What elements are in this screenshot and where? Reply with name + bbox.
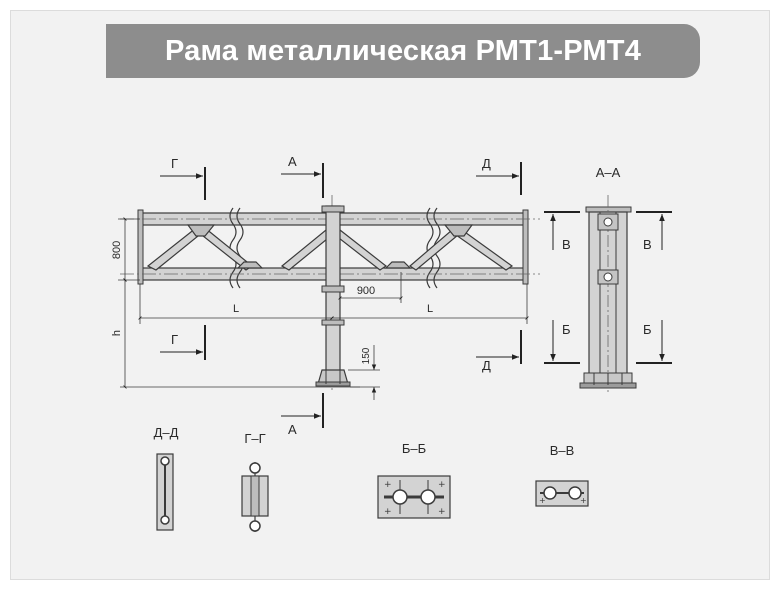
svg-text:+: + — [438, 480, 446, 490]
section-mark-b — [544, 320, 672, 364]
dimension-800 — [118, 217, 140, 282]
base-plate — [315, 369, 351, 387]
dim-h-label: h — [111, 330, 123, 336]
section-bb-title: Б–Б — [402, 441, 426, 456]
dim-l-right-label: L — [427, 303, 433, 315]
dim-150-label: 150 — [361, 347, 372, 364]
mark-b-left: Б — [562, 322, 571, 337]
mark-a-bottom: А — [288, 422, 297, 437]
section-bb: Б–Б + + + + — [377, 441, 451, 519]
section-dd: Д–Д — [154, 425, 179, 531]
dim-800-label: 800 — [111, 241, 123, 259]
mark-a-top: А — [288, 154, 297, 169]
section-gg-title: Г–Г — [244, 431, 265, 446]
section-mark-v — [544, 211, 672, 250]
dimension-150 — [348, 345, 380, 400]
mark-b-right: Б — [643, 322, 652, 337]
mark-d-bottom: Д — [482, 358, 491, 373]
section-mark-g — [160, 167, 206, 360]
svg-text:+: + — [580, 496, 587, 505]
side-view-title: А–А — [596, 165, 621, 180]
dim-l-left-label: L — [233, 303, 239, 315]
mark-g-bottom: Г — [171, 332, 178, 347]
mark-v-left: В — [562, 237, 571, 252]
section-vv: В–В + + — [535, 443, 589, 507]
side-view: А–А В В Б Б — [544, 165, 672, 395]
page-title: Рама металлическая РМТ1-РМТ4 — [164, 34, 642, 67]
svg-text:+: + — [384, 507, 392, 517]
mark-g-top: Г — [171, 156, 178, 171]
svg-text:+: + — [539, 496, 546, 505]
dimension-l — [138, 284, 529, 324]
dimension-900 — [338, 272, 403, 303]
section-gg: Г–Г — [241, 431, 269, 532]
title-banner: Рама металлическая РМТ1-РМТ4 — [106, 24, 700, 78]
svg-text:+: + — [438, 507, 446, 517]
mark-d-top: Д — [482, 156, 491, 171]
main-view: 800 h L L 900 150 — [105, 150, 675, 437]
svg-text:+: + — [384, 480, 392, 490]
section-dd-title: Д–Д — [154, 425, 179, 440]
dim-900-label: 900 — [357, 285, 375, 297]
section-mark-a — [281, 163, 324, 428]
section-mark-d — [476, 162, 522, 364]
diagonal-braces — [146, 224, 514, 271]
section-vv-title: В–В — [550, 443, 575, 458]
mark-v-right: В — [643, 237, 652, 252]
